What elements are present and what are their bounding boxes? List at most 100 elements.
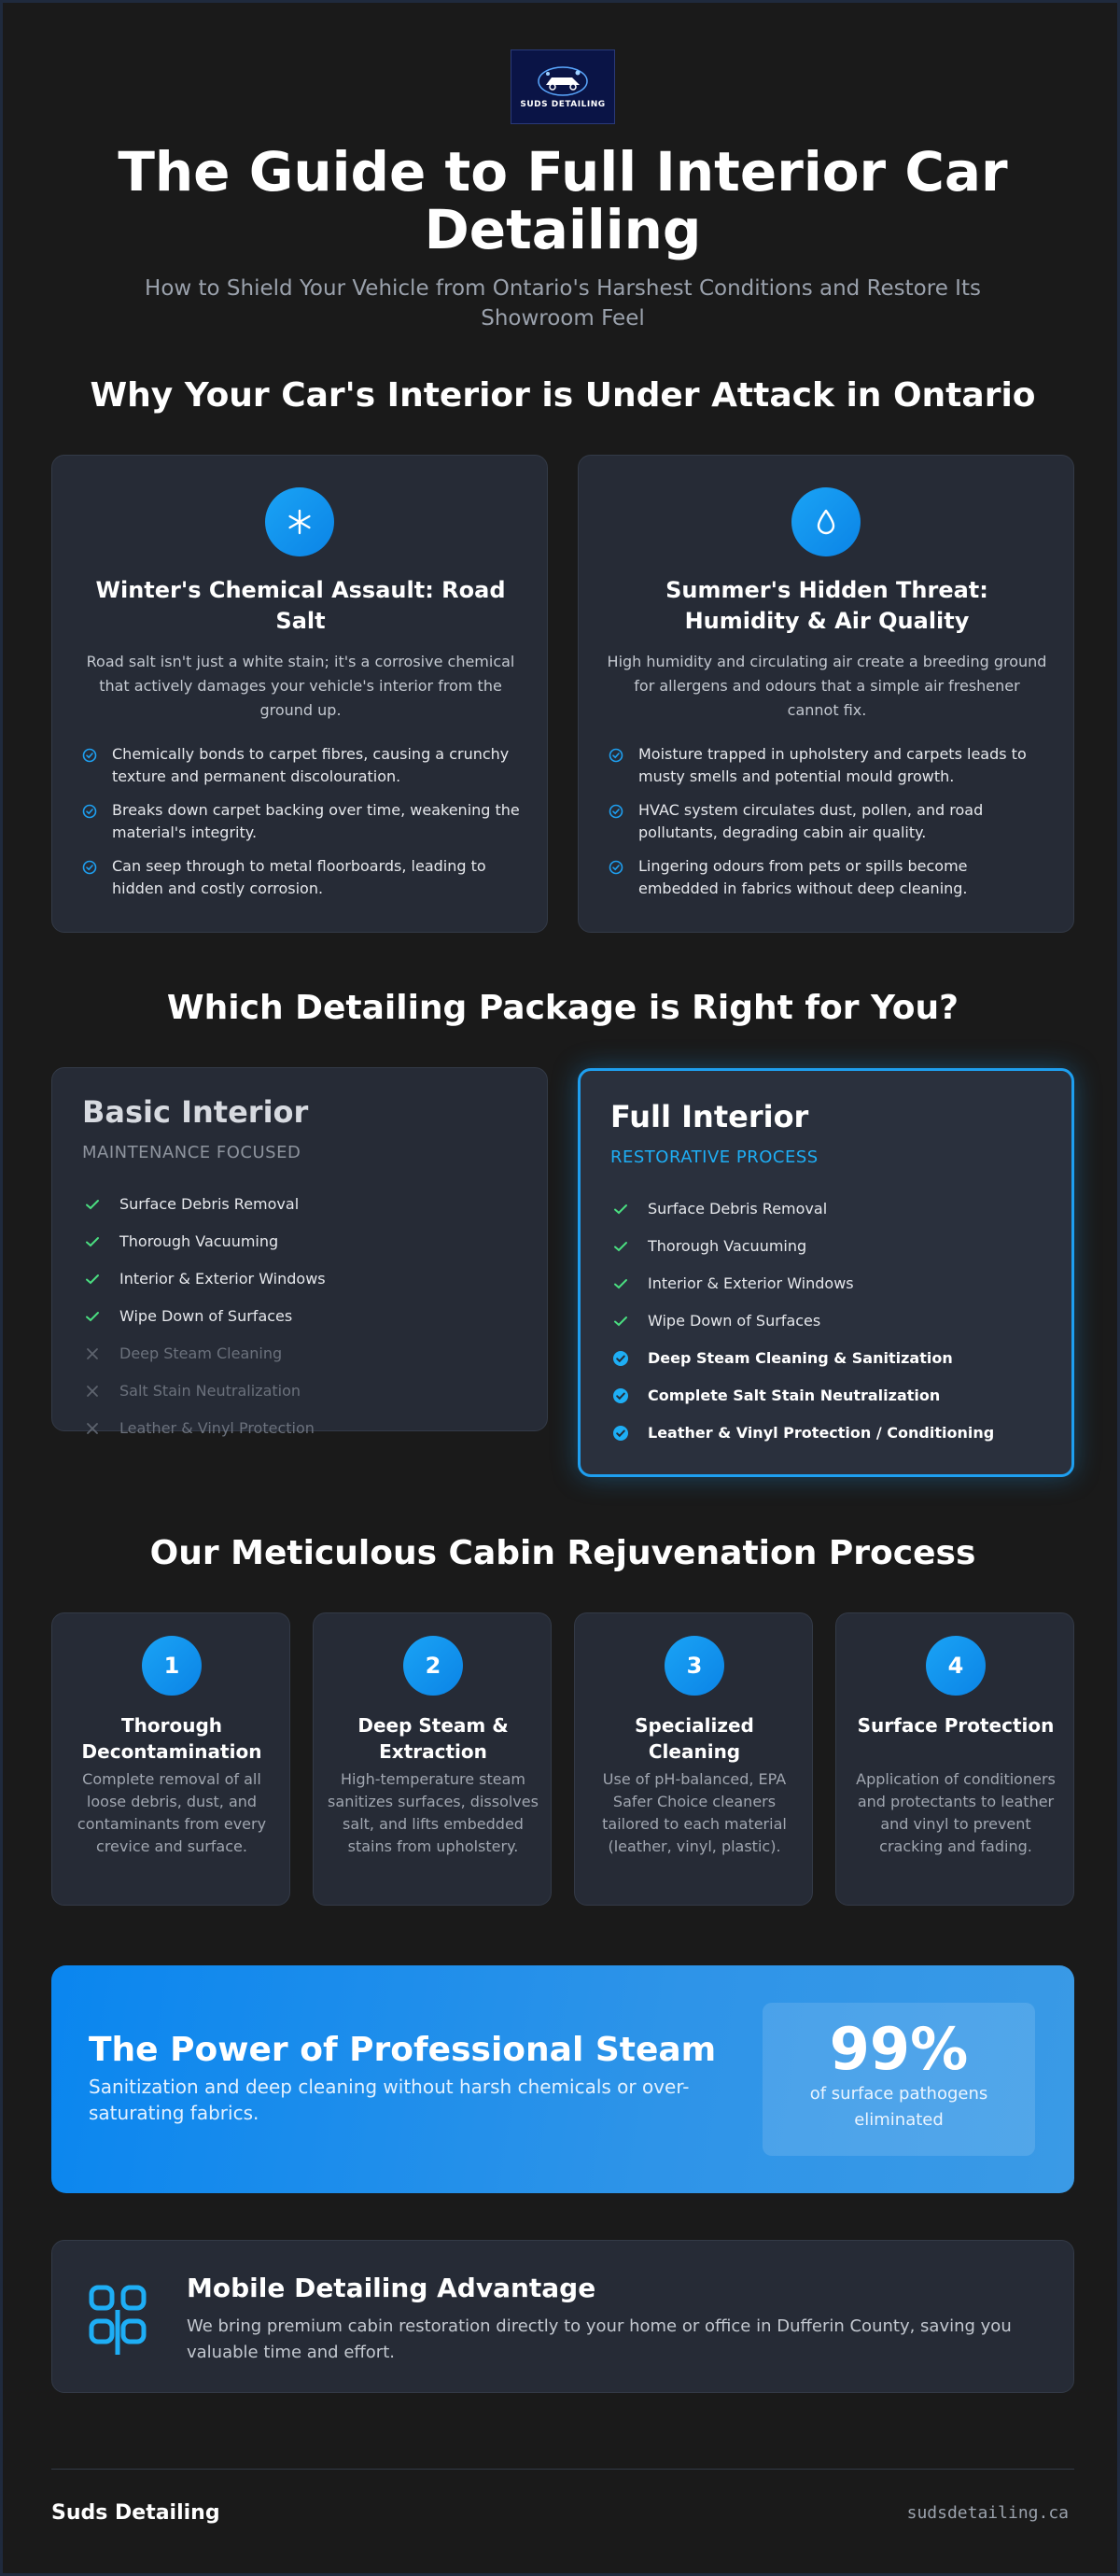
- process-section-title: Our Meticulous Cabin Rejuvenation Proces…: [149, 1534, 976, 1572]
- mobile-van-icon: [89, 2285, 147, 2355]
- footer-website-link[interactable]: sudsdetailing.ca: [906, 2503, 1069, 2523]
- threat-point-text: Chemically bonds to carpet fibres, causi…: [112, 745, 510, 785]
- threat-point-text: Lingering odours from pets or spills bec…: [638, 857, 968, 897]
- feature-label: Thorough Vacuuming: [119, 1232, 279, 1250]
- check-icon: [86, 1312, 99, 1322]
- steam-description: Sanitization and deep cleaning without h…: [89, 2076, 690, 2124]
- cross-icon: [87, 1386, 98, 1397]
- check-circle-icon: [609, 804, 623, 819]
- threat-description: High humidity and circulating air create…: [607, 653, 1047, 719]
- list-item: Wipe Down of Surfaces: [82, 1307, 521, 1344]
- page-subtitle: How to Shield Your Vehicle from Ontario'…: [145, 276, 981, 331]
- feature-label: Deep Steam Cleaning: [119, 1344, 283, 1362]
- step-number: 3: [665, 1636, 724, 1696]
- process-step-2: 2 Deep Steam & Extraction High-temperatu…: [313, 1612, 552, 1906]
- threat-point-text: HVAC system circulates dust, pollen, and…: [638, 801, 984, 841]
- threat-card-summer: Summer's Hidden Threat: Humidity & Air Q…: [578, 455, 1074, 933]
- package-tag: MAINTENANCE FOCUSED: [82, 1143, 301, 1162]
- steam-banner: The Power of Professional Steam Sanitiza…: [51, 1965, 1074, 2193]
- step-description: Complete removal of all loose debris, du…: [77, 1770, 267, 1855]
- feature-label: Surface Debris Removal: [119, 1195, 300, 1213]
- list-item: Thorough Vacuuming: [82, 1232, 521, 1270]
- step-title: Thorough Decontamination: [81, 1714, 262, 1763]
- package-name: Full Interior: [610, 1099, 809, 1134]
- feature-label: Complete Salt Stain Neutralization: [648, 1387, 941, 1404]
- list-item: Complete Salt Stain Neutralization: [610, 1387, 1049, 1424]
- check-circle-icon: [82, 748, 97, 763]
- check-icon: [86, 1274, 99, 1285]
- list-item: Deep Steam Cleaning: [82, 1344, 521, 1382]
- threat-title: Winter's Chemical Assault: Road Salt: [95, 577, 506, 634]
- footer-brand: Suds Detailing: [51, 2501, 220, 2525]
- threat-point-text: Moisture trapped in upholstery and carpe…: [638, 745, 1027, 785]
- step-title: Surface Protection: [857, 1714, 1055, 1737]
- cross-icon: [87, 1423, 98, 1434]
- check-icon: [614, 1204, 627, 1215]
- list-item: Lingering odours from pets or spills bec…: [609, 855, 1047, 900]
- package-name: Basic Interior: [82, 1094, 309, 1130]
- check-circle-icon: [82, 804, 97, 819]
- step-description: Application of conditioners and protecta…: [856, 1770, 1056, 1855]
- list-item: Breaks down carpet backing over time, we…: [82, 799, 521, 844]
- check-circle-filled-icon: [613, 1351, 628, 1366]
- check-icon: [614, 1316, 627, 1327]
- logo-text: SUDS DETAILING: [520, 100, 606, 109]
- check-circle-icon: [609, 748, 623, 763]
- brand-logo[interactable]: SUDS DETAILING: [511, 49, 615, 124]
- threat-description: Road salt isn't just a white stain; it's…: [86, 653, 515, 719]
- stat-label: of surface pathogens eliminated: [809, 2084, 988, 2130]
- feature-label: Salt Stain Neutralization: [119, 1382, 301, 1400]
- package-feature-list: Surface Debris Removal Thorough Vacuumin…: [610, 1200, 1049, 1461]
- package-card-full[interactable]: Full Interior RESTORATIVE PROCESS Surfac…: [578, 1068, 1074, 1477]
- steam-title: The Power of Professional Steam: [89, 2031, 717, 2069]
- check-circle-icon: [609, 860, 623, 875]
- water-drop-icon: [791, 487, 861, 556]
- step-number: 2: [403, 1636, 463, 1696]
- list-item: Deep Steam Cleaning & Sanitization: [610, 1349, 1049, 1387]
- package-card-basic[interactable]: Basic Interior MAINTENANCE FOCUSED Surfa…: [51, 1067, 548, 1437]
- step-description: High-temperature steam sanitizes surface…: [328, 1770, 539, 1855]
- threat-title: Summer's Hidden Threat: Humidity & Air Q…: [665, 577, 988, 634]
- feature-label: Leather & Vinyl Protection: [119, 1419, 315, 1437]
- list-item: Surface Debris Removal: [82, 1195, 521, 1232]
- step-description: Use of pH-balanced, EPA Safer Choice cle…: [602, 1770, 787, 1855]
- mobile-advantage-card: Mobile Detailing Advantage We bring prem…: [51, 2240, 1074, 2393]
- mobile-title: Mobile Detailing Advantage: [187, 2273, 596, 2303]
- feature-label: Surface Debris Removal: [648, 1200, 828, 1218]
- check-icon: [86, 1237, 99, 1247]
- package-tag: RESTORATIVE PROCESS: [610, 1147, 819, 1167]
- process-step-1: 1 Thorough Decontamination Complete remo…: [51, 1612, 290, 1906]
- stat-value: 99%: [829, 2015, 969, 2083]
- check-circle-filled-icon: [613, 1426, 628, 1441]
- threat-point-text: Can seep through to metal floorboards, l…: [112, 857, 486, 897]
- step-number: 1: [142, 1636, 202, 1696]
- feature-label: Interior & Exterior Windows: [648, 1274, 854, 1292]
- list-item: Moisture trapped in upholstery and carpe…: [609, 743, 1047, 788]
- check-icon: [614, 1279, 627, 1289]
- threat-card-winter: Winter's Chemical Assault: Road Salt Roa…: [51, 455, 548, 933]
- check-icon: [86, 1200, 99, 1210]
- feature-label: Wipe Down of Surfaces: [119, 1307, 293, 1325]
- check-circle-filled-icon: [613, 1388, 628, 1403]
- footer-divider: [51, 2469, 1074, 2470]
- feature-label: Wipe Down of Surfaces: [648, 1312, 821, 1330]
- mobile-description: We bring premium cabin restoration direc…: [187, 2316, 1012, 2362]
- list-item: Wipe Down of Surfaces: [610, 1312, 1049, 1349]
- list-item: Leather & Vinyl Protection: [82, 1419, 521, 1457]
- check-icon: [614, 1242, 627, 1252]
- list-item: Can seep through to metal floorboards, l…: [82, 855, 521, 900]
- feature-label: Leather & Vinyl Protection / Conditionin…: [648, 1424, 995, 1442]
- list-item: Surface Debris Removal: [610, 1200, 1049, 1237]
- list-item: Leather & Vinyl Protection / Conditionin…: [610, 1424, 1049, 1461]
- feature-label: Deep Steam Cleaning & Sanitization: [648, 1349, 953, 1367]
- threat-points: Moisture trapped in upholstery and carpe…: [609, 743, 1047, 911]
- threat-point-text: Breaks down carpet backing over time, we…: [112, 801, 520, 841]
- list-item: Thorough Vacuuming: [610, 1237, 1049, 1274]
- snowflake-icon: [265, 487, 334, 556]
- feature-label: Thorough Vacuuming: [648, 1237, 807, 1255]
- list-item: Salt Stain Neutralization: [82, 1382, 521, 1419]
- page-title: The Guide to Full Interior Car Detailing: [118, 140, 1008, 261]
- step-number: 4: [926, 1636, 986, 1696]
- package-feature-list: Surface Debris Removal Thorough Vacuumin…: [82, 1195, 521, 1457]
- threat-points: Chemically bonds to carpet fibres, causi…: [82, 743, 521, 911]
